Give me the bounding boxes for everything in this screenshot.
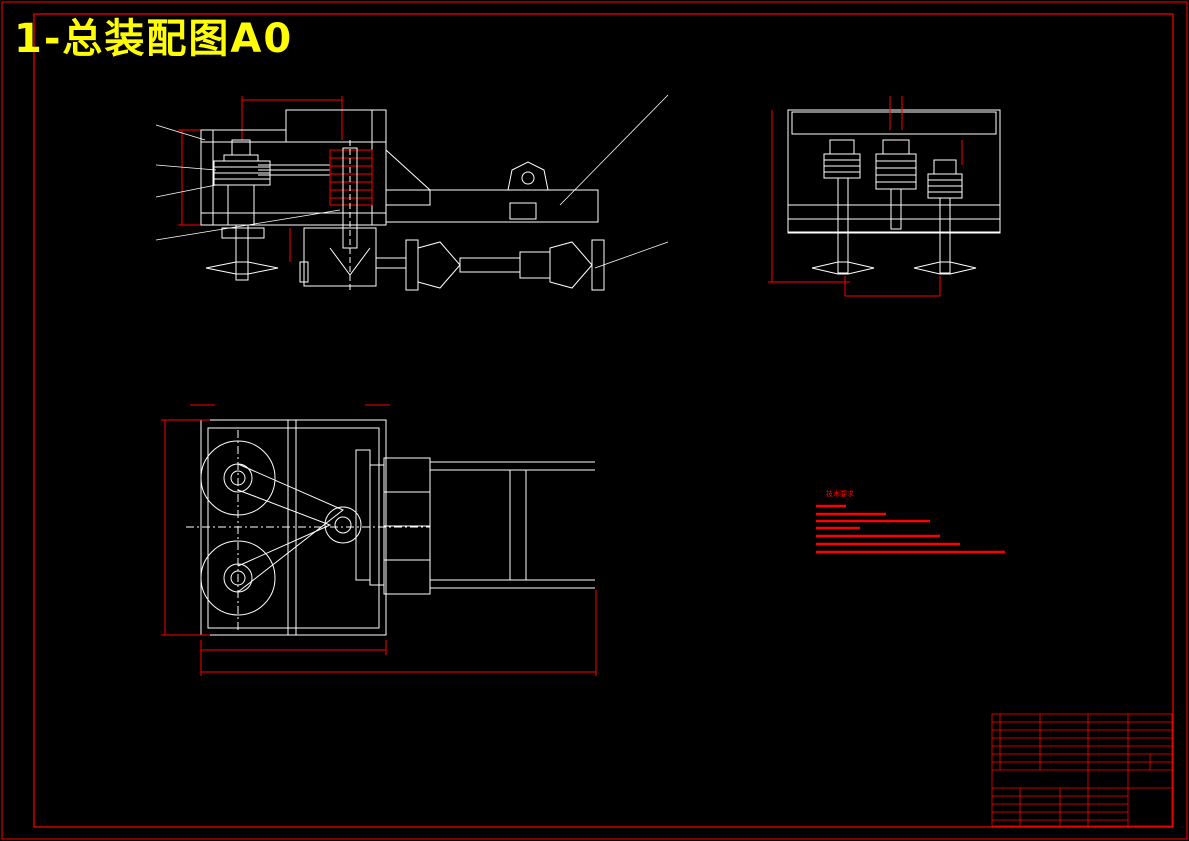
front-view <box>155 94 669 291</box>
side-view <box>768 96 1001 297</box>
technical-notes: 技术要求 <box>816 489 1005 554</box>
title-block <box>991 713 1173 827</box>
drawing-title: 1-总装配图A0 <box>14 16 294 62</box>
inner-border <box>33 13 1174 828</box>
top-view <box>161 404 597 676</box>
notes-heading: 技术要求 <box>826 489 854 498</box>
